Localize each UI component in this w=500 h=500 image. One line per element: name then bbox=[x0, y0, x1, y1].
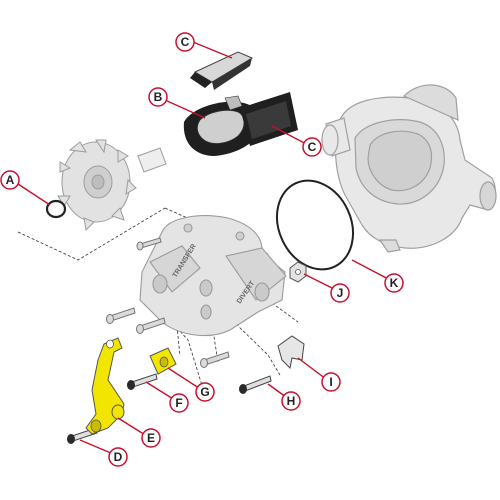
bracket-i bbox=[277, 335, 305, 370]
svg-text:K: K bbox=[390, 276, 399, 290]
screw-h bbox=[239, 375, 272, 394]
screw-left-2 bbox=[136, 317, 166, 334]
svg-text:H: H bbox=[287, 394, 296, 408]
svg-text:D: D bbox=[114, 450, 123, 464]
pump-housing bbox=[321, 84, 497, 253]
control-housing bbox=[139, 215, 287, 337]
callout-C-top: C bbox=[175, 32, 195, 52]
svg-text:A: A bbox=[6, 173, 15, 187]
callout-B: B bbox=[148, 87, 168, 107]
screw-bottom-mid bbox=[200, 351, 230, 368]
screw-left-1 bbox=[106, 307, 136, 324]
impeller bbox=[57, 139, 137, 232]
callout-H: H bbox=[281, 391, 301, 411]
callout-G: G bbox=[195, 382, 215, 402]
lever-e bbox=[85, 337, 125, 435]
svg-text:B: B bbox=[154, 90, 163, 104]
o-ring-k bbox=[276, 179, 354, 271]
callout-E: E bbox=[141, 428, 161, 448]
svg-text:E: E bbox=[147, 431, 155, 445]
callout-C-lower: C bbox=[302, 137, 322, 157]
svg-text:F: F bbox=[175, 396, 182, 410]
small-clip bbox=[137, 147, 167, 173]
svg-text:J: J bbox=[337, 286, 344, 300]
svg-text:C: C bbox=[181, 35, 190, 49]
callout-K: K bbox=[384, 273, 404, 293]
svg-text:C: C bbox=[308, 140, 317, 154]
part-c-flap bbox=[240, 92, 298, 146]
callout-D: D bbox=[108, 447, 128, 467]
screw-top-left bbox=[136, 237, 162, 251]
callout-I: I bbox=[321, 372, 341, 392]
screw-f bbox=[127, 373, 158, 390]
screws bbox=[106, 237, 230, 368]
callout-J: J bbox=[330, 283, 350, 303]
svg-text:G: G bbox=[200, 385, 209, 399]
callout-F: F bbox=[169, 393, 189, 413]
svg-text:I: I bbox=[329, 375, 332, 389]
bushing-g bbox=[149, 347, 177, 375]
part-c-top bbox=[190, 51, 254, 90]
callout-A: A bbox=[0, 170, 20, 190]
small-o-ring-a bbox=[45, 199, 67, 219]
